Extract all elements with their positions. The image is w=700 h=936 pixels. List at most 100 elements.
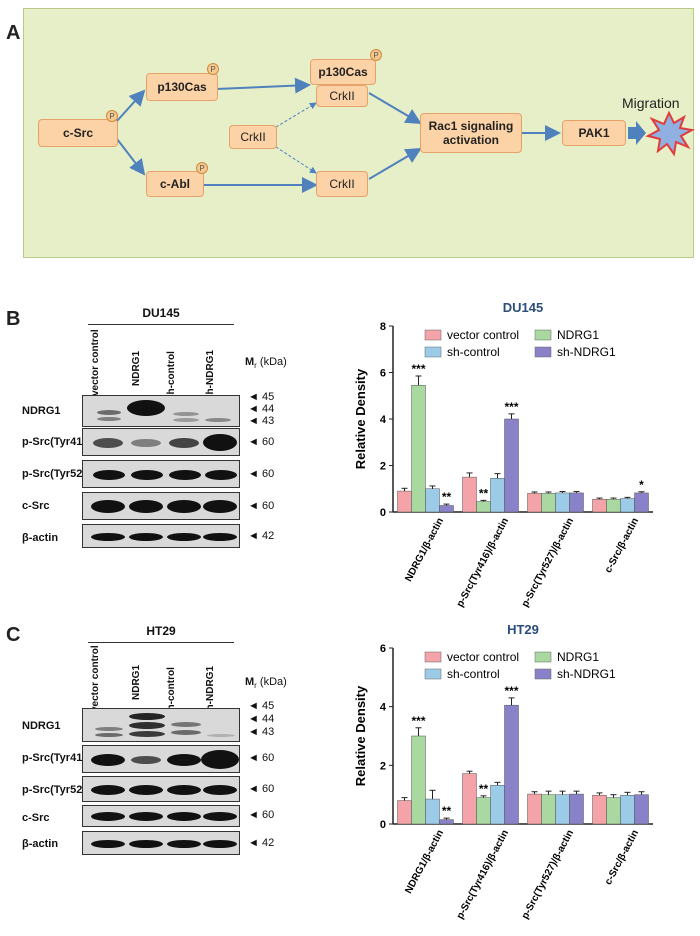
mr-label: Mr (kDa) [245, 356, 287, 371]
legend-swatch [534, 651, 552, 663]
phospho-badge: P [196, 162, 208, 174]
bar [397, 490, 412, 513]
row-label: β-actin [22, 532, 59, 544]
mw-marker: ◄ 45 [248, 391, 275, 403]
bar [397, 800, 412, 825]
arrow-p130cas-complex [215, 77, 311, 94]
node-csrc: c-Src [38, 119, 118, 147]
node-rac1: Rac1 signaling activation [420, 113, 522, 153]
pathway-diagram: c-Src P p130Cas P p130Cas P CrkII CrkII … [23, 8, 695, 258]
legend-swatch [534, 668, 552, 680]
blot-csrc [82, 492, 240, 520]
blot-psrc527 [82, 460, 240, 488]
x-tick-label: p-Src(Tyr527)/β-actin [520, 516, 576, 608]
row-label: p-Src(Tyr416) [22, 752, 93, 764]
mw-marker: ◄ 43 [248, 726, 275, 738]
panel-label-b: B [6, 308, 21, 330]
bar [462, 773, 477, 825]
bar [490, 785, 505, 825]
bar [439, 819, 454, 825]
bar [569, 492, 584, 513]
phospho-badge: P [370, 49, 382, 61]
blot-psrc416 [82, 745, 240, 773]
blot-ndrg1 [82, 395, 240, 427]
node-crkii-complex: CrkII [316, 85, 368, 107]
significance-label: ** [479, 486, 489, 500]
y-tick-label: 4 [380, 702, 387, 714]
significance-label: *** [411, 362, 425, 376]
dashed-crkii-top [275, 102, 317, 128]
legend-swatch [424, 329, 442, 341]
bar [569, 793, 584, 825]
mw-marker: ◄ 60 [248, 436, 275, 448]
blot-title-ht29: HT29 [146, 624, 176, 638]
legend-label: sh-NDRG1 [557, 345, 616, 359]
mw-marker: ◄ 44 [248, 713, 275, 725]
legend-swatch [534, 346, 552, 358]
node-crkii-abl: CrkII [316, 171, 368, 197]
mw-marker: ◄ 45 [248, 700, 275, 712]
significance-label: *** [411, 714, 425, 728]
row-label: p-Src(Tyr416) [22, 436, 93, 448]
legend-swatch [424, 651, 442, 663]
mw-marker: ◄ 60 [248, 752, 275, 764]
blot-actin [82, 524, 240, 548]
mw-marker: ◄ 42 [248, 837, 275, 849]
title-underline [88, 324, 234, 325]
node-pak1: PAK1 [562, 120, 626, 146]
bar [462, 476, 477, 513]
legend-label: sh-control [447, 345, 500, 359]
blot-psrc416 [82, 428, 240, 456]
legend-swatch [424, 346, 442, 358]
mw-marker: ◄ 60 [248, 500, 275, 512]
legend-label: sh-NDRG1 [557, 667, 616, 681]
lane-label: NDRG1 [131, 664, 142, 700]
row-label: c-Src [22, 812, 50, 824]
arrow-csrc-p130cas [116, 89, 146, 122]
lane-label: NDRG1 [131, 350, 142, 386]
bar [620, 498, 635, 513]
migration-star-icon [645, 110, 695, 157]
node-p130cas-complex: p130Cas [310, 59, 376, 85]
bar [527, 493, 542, 513]
bar [555, 492, 570, 513]
bar [555, 794, 570, 825]
legend-swatch [424, 668, 442, 680]
bar [592, 498, 607, 513]
dashed-crkii-bot [275, 146, 317, 174]
significance-label: * [639, 478, 644, 492]
bar [439, 505, 454, 513]
phospho-badge: P [207, 63, 219, 75]
pathway-arrows [116, 77, 695, 193]
legend-label: vector control [447, 328, 519, 342]
title-underline [88, 642, 234, 643]
legend-label: NDRG1 [557, 328, 599, 342]
significance-label: ** [479, 782, 489, 796]
y-tick-label: 6 [380, 643, 386, 655]
legend-label: sh-control [447, 667, 500, 681]
row-label: NDRG1 [22, 405, 61, 417]
bar [634, 492, 649, 513]
arrow-pak1-migration [628, 121, 646, 145]
blot-psrc527 [82, 776, 240, 802]
significance-label: ** [442, 804, 452, 818]
x-tick-label: p-Src(Tyr416)/β-actin [455, 828, 511, 920]
y-tick-label: 2 [380, 461, 386, 473]
mw-marker: ◄ 43 [248, 415, 275, 427]
y-tick-label: 0 [380, 819, 386, 831]
legend-label: vector control [447, 650, 519, 664]
row-label: c-Src [22, 500, 50, 512]
arrow-csrc-cabl [116, 138, 146, 176]
row-label: β-actin [22, 838, 59, 850]
y-tick-label: 8 [380, 321, 386, 333]
mw-marker: ◄ 42 [248, 530, 275, 542]
y-tick-label: 6 [380, 368, 386, 380]
bar [606, 797, 621, 825]
lane-label: sh-NDRG1 [205, 349, 216, 400]
significance-label: ** [442, 490, 452, 504]
blot-title-du145: DU145 [142, 306, 180, 320]
migration-label: Migration [622, 95, 680, 111]
chart-title: HT29 [507, 622, 539, 637]
